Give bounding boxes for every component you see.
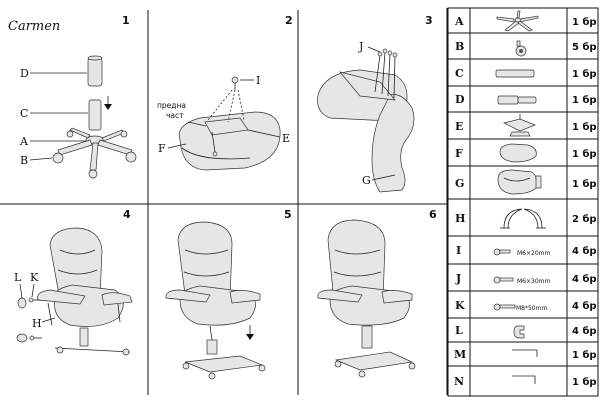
part-image-i-bolt <box>493 248 511 256</box>
part-letter-b: B <box>455 40 464 53</box>
part-qty-c: 1 бр <box>572 68 597 80</box>
part-size-k: M8*50mm <box>516 305 547 312</box>
part-image-m-allen-key <box>512 349 538 357</box>
part-image-d-gas-lift <box>497 95 537 105</box>
brand-logo: Carmen <box>8 19 60 34</box>
part-image-g-backrest <box>497 169 542 195</box>
part-image-b-caster <box>515 40 527 57</box>
part-letter-h: H <box>455 212 465 225</box>
part-letter-g: G <box>455 177 464 190</box>
part-image-a-base <box>496 10 539 32</box>
part-image-c-cylinder-cover <box>495 69 535 78</box>
step-number-3: 3 <box>425 14 433 27</box>
part-qty-n: 1 бр <box>572 376 597 388</box>
step5-illustration <box>165 221 266 380</box>
part-qty-e: 1 бр <box>572 121 597 133</box>
parts-table-grid <box>447 7 599 397</box>
step2-label-e: E <box>282 132 290 145</box>
step-number-6: 6 <box>429 208 437 221</box>
part-letter-m: M <box>454 348 466 361</box>
part-size-i: M6×20mm <box>517 250 551 257</box>
part-qty-h: 2 бр <box>572 213 597 225</box>
part-letter-f: F <box>455 147 463 160</box>
part-letter-j: J <box>455 272 461 285</box>
part-image-n-allen-key <box>512 375 536 384</box>
part-letter-l: L <box>455 324 463 337</box>
part-image-k-bolt <box>493 303 516 311</box>
part-qty-k: 4 бр <box>572 300 597 312</box>
part-size-j: M6×30mm <box>517 278 551 285</box>
part-qty-i: 4 бр <box>572 245 597 257</box>
step3-label-g: G <box>362 174 371 187</box>
panel-grid <box>0 8 448 395</box>
part-letter-a: A <box>454 15 464 28</box>
part-qty-a: 1 бр <box>572 16 597 28</box>
step2-front-note-line2: част <box>166 111 184 120</box>
part-image-e-mechanism <box>502 114 536 137</box>
part-qty-m: 1 бр <box>572 349 597 361</box>
step4-label-k: K <box>30 271 39 284</box>
step1-label-a: A <box>19 135 29 148</box>
step2-illustration <box>167 76 281 171</box>
step3-label-j: J <box>358 40 363 53</box>
step-number-4: 4 <box>123 208 131 221</box>
step6-illustration <box>317 219 416 378</box>
step4-label-h: H <box>32 317 42 330</box>
step2-label-i: I <box>256 74 260 87</box>
part-image-h-armrests <box>500 208 546 229</box>
step3-illustration <box>317 46 415 193</box>
step2-front-note-line1: предна <box>157 101 186 110</box>
part-qty-f: 1 бр <box>572 148 597 160</box>
part-letter-k: K <box>455 299 465 312</box>
part-letter-d: D <box>455 93 465 106</box>
step4-label-l: L <box>14 271 22 284</box>
step-number-1: 1 <box>122 14 130 27</box>
step1-label-d: D <box>20 67 29 80</box>
part-image-l-cap <box>513 325 525 339</box>
part-letter-n: N <box>454 375 464 388</box>
part-image-j-bolt <box>493 276 514 284</box>
step1-label-c: C <box>20 107 28 120</box>
part-qty-j: 4 бр <box>572 273 597 285</box>
step-number-2: 2 <box>285 14 293 27</box>
part-qty-l: 4 бр <box>572 325 597 337</box>
part-qty-b: 5 бр <box>572 41 597 53</box>
part-qty-d: 1 бр <box>572 94 597 106</box>
step1-label-b: B <box>20 154 28 167</box>
step-number-5: 5 <box>284 208 292 221</box>
part-letter-i: I <box>456 244 461 257</box>
step4-illustration <box>16 227 133 356</box>
step1-illustration <box>29 55 137 179</box>
step2-label-f: F <box>158 142 166 155</box>
part-image-f-seat <box>499 143 537 163</box>
part-qty-g: 1 бр <box>572 178 597 190</box>
part-letter-c: C <box>455 67 464 80</box>
part-letter-e: E <box>455 120 463 133</box>
